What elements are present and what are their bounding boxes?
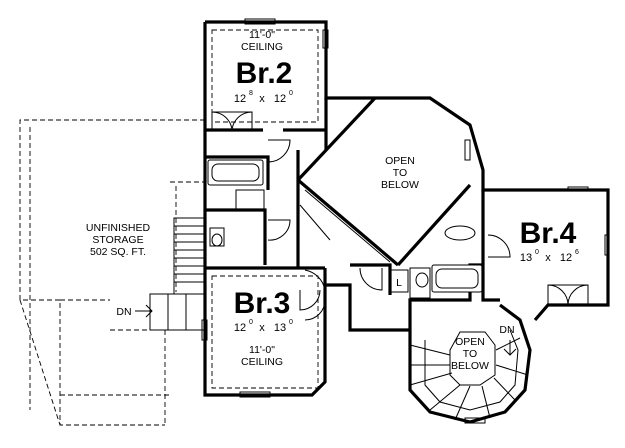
linen-label: L [396, 277, 402, 289]
stair-arrows [135, 304, 517, 356]
svg-text:0: 0 [289, 90, 293, 97]
dn-label-left: DN [116, 306, 131, 318]
hall [296, 150, 326, 321]
open-below-diamond [296, 96, 472, 267]
svg-text:12: 12 [234, 93, 246, 105]
turret-stairs [408, 303, 532, 424]
svg-text:0: 0 [289, 319, 293, 326]
svg-text:13: 13 [274, 322, 286, 334]
br2-walls [205, 98, 328, 150]
windows [201, 18, 471, 398]
svg-text:12: 12 [274, 93, 286, 105]
svg-text:0: 0 [249, 319, 253, 326]
open-below-1-line2: TO [393, 167, 407, 179]
br4-dimensions: 13 0 x 12 6 [520, 249, 579, 264]
svg-text:6: 6 [575, 249, 579, 256]
open-below-1-line3: BELOW [381, 179, 419, 191]
br3-ceiling-label: CEILING [241, 356, 283, 368]
svg-text:x: x [545, 252, 551, 264]
storage-line2: STORAGE [92, 234, 143, 246]
open-below-1-line1: OPEN [385, 155, 415, 167]
left-stairs [149, 217, 205, 331]
open-below-2-line3: BELOW [451, 360, 489, 372]
svg-text:12: 12 [234, 322, 246, 334]
svg-text:12: 12 [560, 252, 572, 264]
br3-door [299, 289, 321, 311]
open-below-2-line1: OPEN [455, 336, 485, 348]
storage-line1: UNFINISHED [86, 222, 151, 234]
br3-ceiling-height: 11'-0" [249, 344, 275, 356]
bath-upper [205, 139, 291, 265]
br2-name: Br.2 [236, 57, 293, 90]
center-bath [350, 225, 483, 299]
storage-outline [19, 119, 205, 426]
br2-ceiling-height: 11'-0" [249, 29, 275, 41]
br3-dimensions: 12 0 x 13 0 [234, 319, 293, 334]
svg-text:x: x [259, 93, 265, 105]
br2-ceiling-label: CEILING [241, 41, 283, 53]
br4-walls [481, 186, 610, 306]
storage-line3: 502 SQ. FT. [90, 246, 146, 258]
dn-label-right: DN [499, 324, 514, 336]
open-below-2-line2: TO [463, 348, 477, 360]
br3-name: Br.3 [234, 287, 291, 320]
svg-text:x: x [259, 322, 265, 334]
svg-text:8: 8 [249, 90, 253, 97]
svg-text:13: 13 [520, 252, 532, 264]
br4-name: Br.4 [520, 217, 577, 250]
br2-dimensions: 12 8 x 12 0 [234, 90, 293, 105]
br3-ceiling-outline [211, 275, 319, 389]
br2-ceiling-outline [211, 29, 319, 123]
svg-text:0: 0 [535, 249, 539, 256]
